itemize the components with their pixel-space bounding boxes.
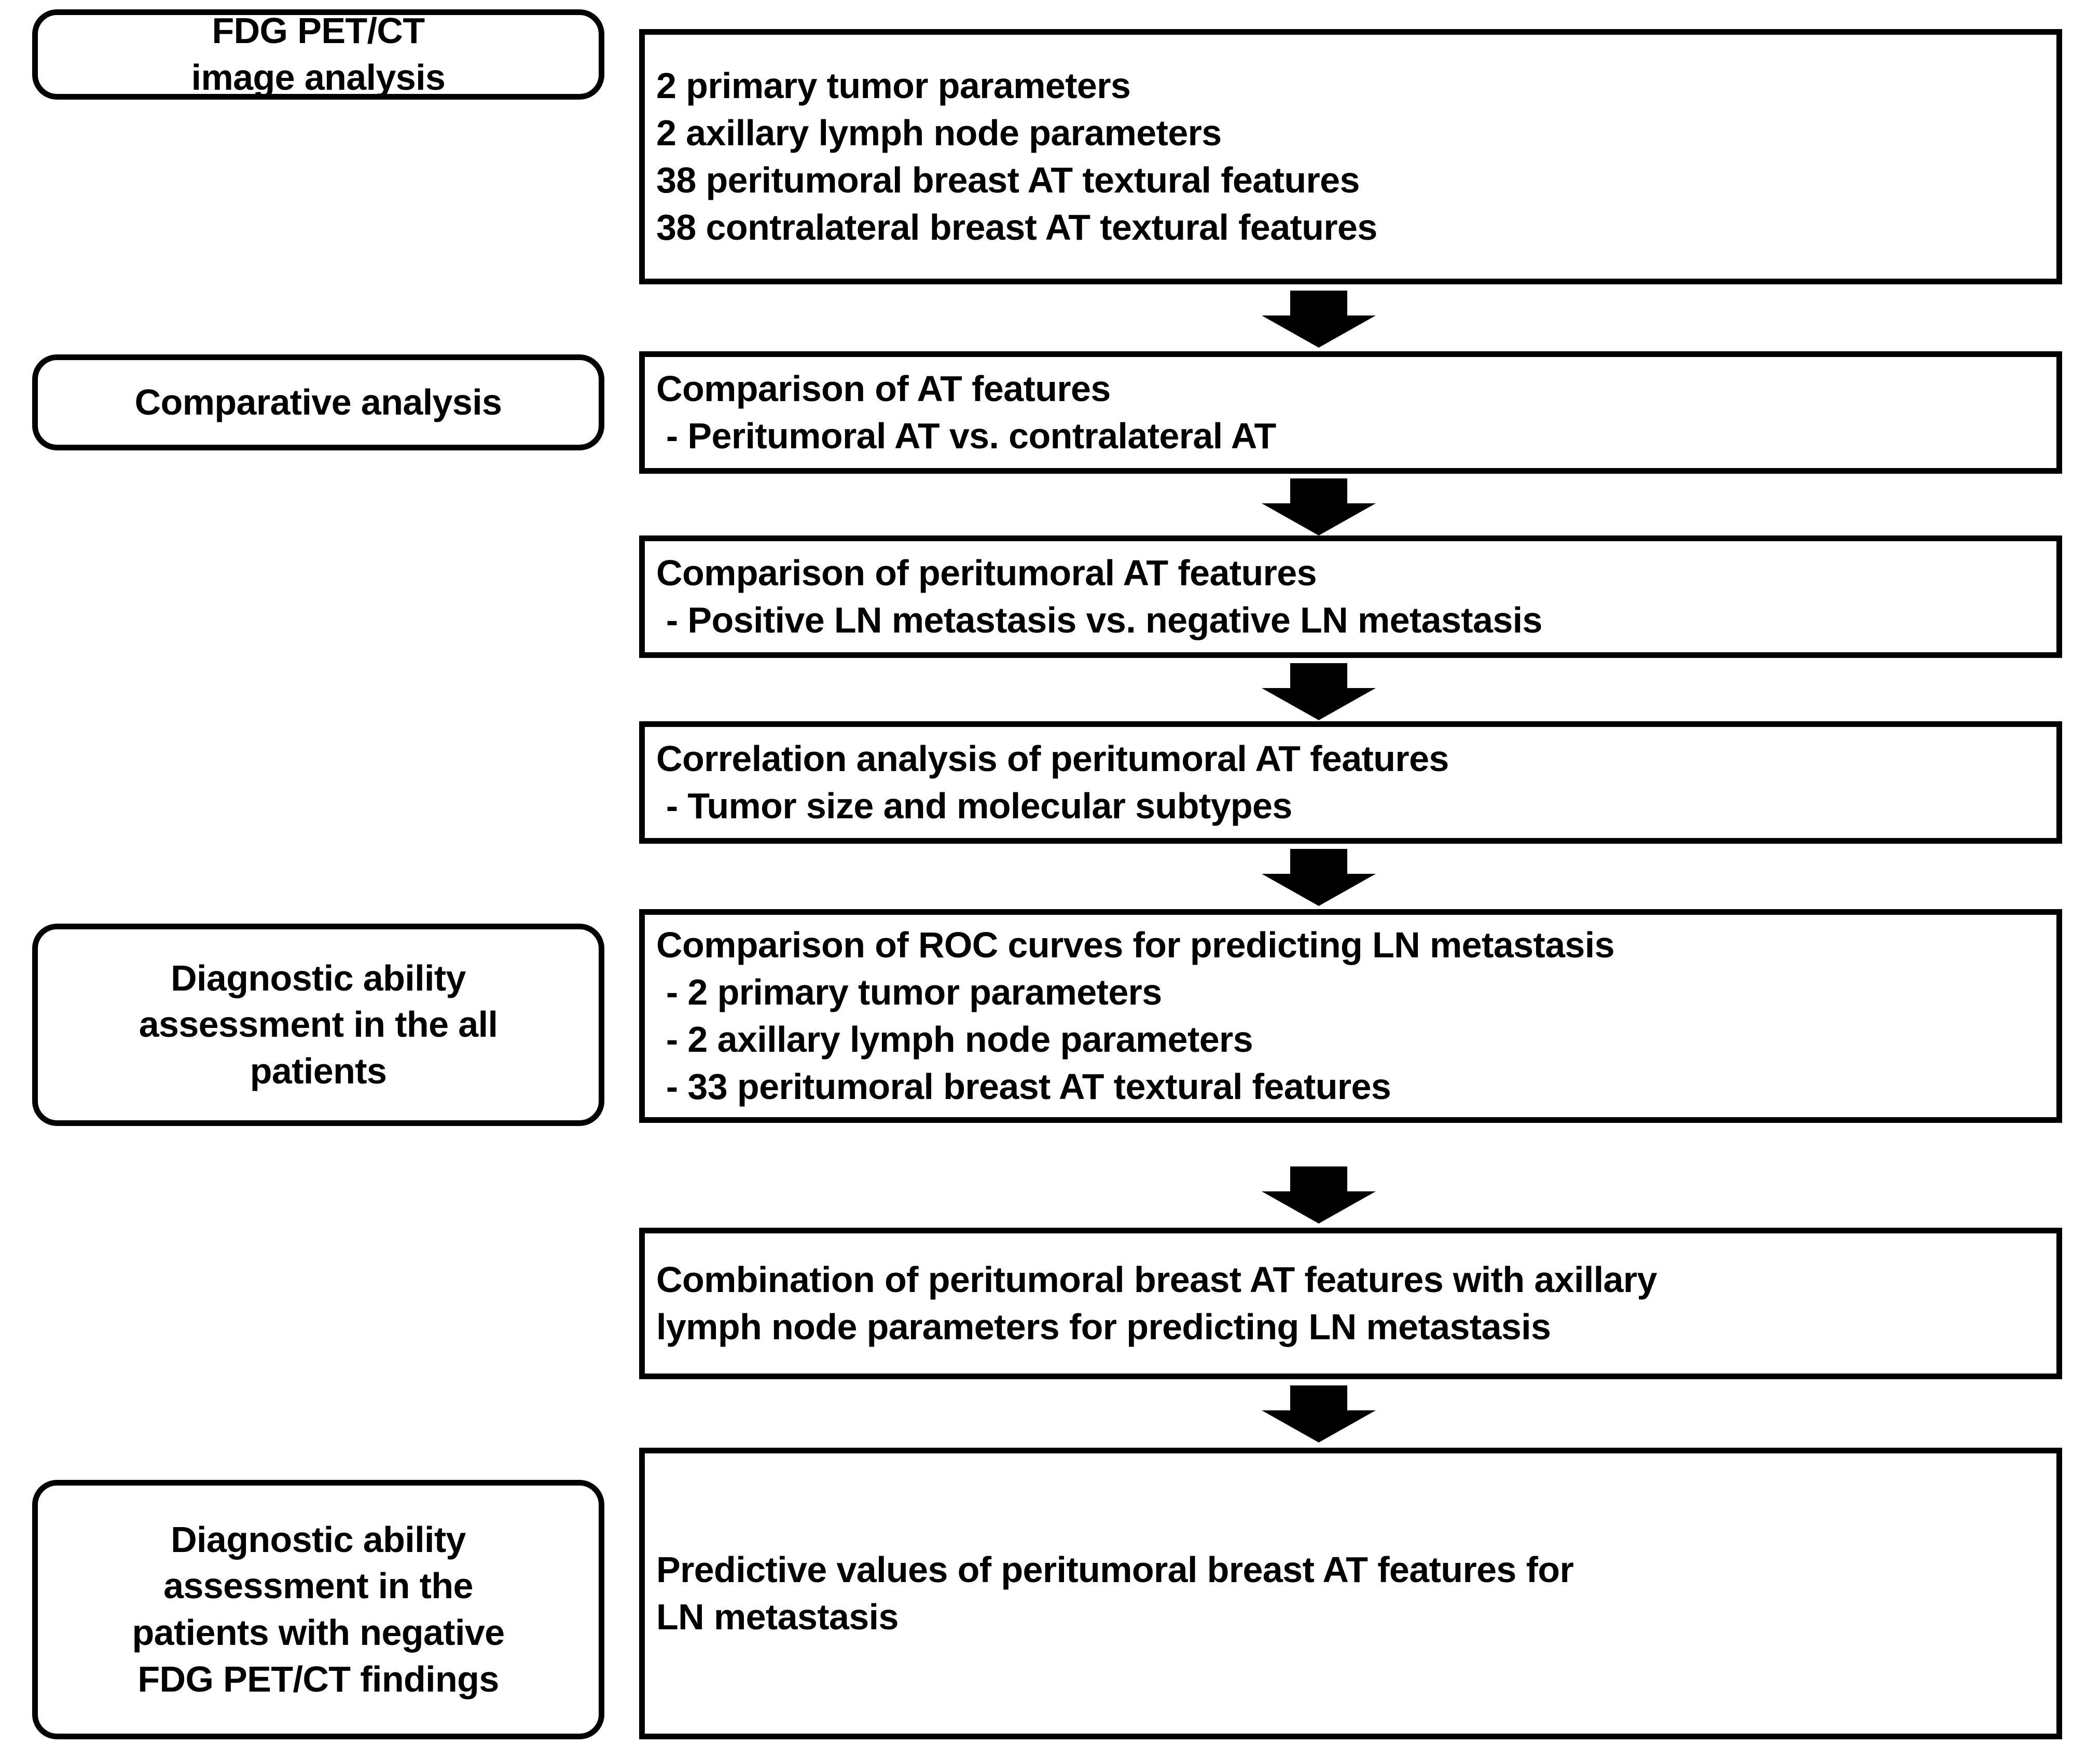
roc-line-3: - 2 axillary lymph node parameters [656, 1019, 1253, 1060]
roc-line-2: - 2 primary tumor parameters [656, 972, 1162, 1012]
parameters-line-2: 2 axillary lymph node parameters [656, 113, 1222, 153]
down-block-arrow-icon-6 [1262, 1385, 1376, 1443]
roc-line-4: - 33 peritumoral breast AT textural feat… [656, 1066, 1391, 1107]
content-box-compare-at-features: Comparison of AT features - Peritumoral … [639, 351, 2062, 474]
compare-peritumoral-line-1: Comparison of peritumoral AT features [656, 553, 1317, 593]
down-block-arrow-icon-3 [1262, 663, 1376, 720]
combination-line-2: lymph node parameters for predicting LN … [656, 1307, 1551, 1347]
down-block-arrow-icon-1 [1262, 291, 1376, 348]
compare-peritumoral-line-2: - Positive LN metastasis vs. negative LN… [656, 600, 1543, 640]
compare-at-features-line-1: Comparison of AT features [656, 368, 1111, 409]
content-box-compare-peritumoral: Comparison of peritumoral AT features - … [639, 535, 2062, 658]
predictive-values-line-2: LN metastasis [656, 1597, 899, 1637]
roc-line-1: Comparison of ROC curves for predicting … [656, 925, 1615, 965]
content-box-combination: Combination of peritumoral breast AT fea… [639, 1228, 2062, 1379]
stage-label-image-analysis: FDG PET/CT image analysis [191, 10, 446, 98]
correlation-line-2: - Tumor size and molecular subtypes [656, 786, 1292, 826]
down-block-arrow-icon-2 [1262, 478, 1376, 535]
stage-box-comparative-analysis: Comparative analysis [32, 354, 604, 450]
parameters-line-4: 38 contralateral breast AT textural feat… [656, 207, 1377, 248]
stage-label-diagnostic-negative-findings: Diagnostic ability assessment in the pat… [132, 1519, 505, 1699]
stage-label-diagnostic-all-patients: Diagnostic ability assessment in the all… [139, 957, 498, 1091]
down-block-arrow-icon-5 [1262, 1166, 1376, 1224]
content-box-parameters: 2 primary tumor parameters 2 axillary ly… [639, 29, 2062, 284]
stage-box-diagnostic-all-patients: Diagnostic ability assessment in the all… [32, 924, 604, 1126]
compare-at-features-line-2: - Peritumoral AT vs. contralateral AT [656, 416, 1276, 456]
down-block-arrow-icon-4 [1262, 849, 1376, 906]
stage-box-diagnostic-negative-findings: Diagnostic ability assessment in the pat… [32, 1480, 604, 1739]
parameters-line-1: 2 primary tumor parameters [656, 65, 1131, 106]
combination-line-1: Combination of peritumoral breast AT fea… [656, 1259, 1657, 1300]
content-box-predictive-values: Predictive values of peritumoral breast … [639, 1448, 2062, 1739]
stage-label-comparative-analysis: Comparative analysis [134, 381, 502, 422]
content-box-correlation: Correlation analysis of peritumoral AT f… [639, 721, 2062, 844]
predictive-values-line-1: Predictive values of peritumoral breast … [656, 1549, 1574, 1590]
content-box-roc-comparison: Comparison of ROC curves for predicting … [639, 909, 2062, 1123]
parameters-line-3: 38 peritumoral breast AT textural featur… [656, 160, 1360, 200]
stage-box-image-analysis: FDG PET/CT image analysis [32, 9, 604, 100]
correlation-line-1: Correlation analysis of peritumoral AT f… [656, 738, 1449, 779]
